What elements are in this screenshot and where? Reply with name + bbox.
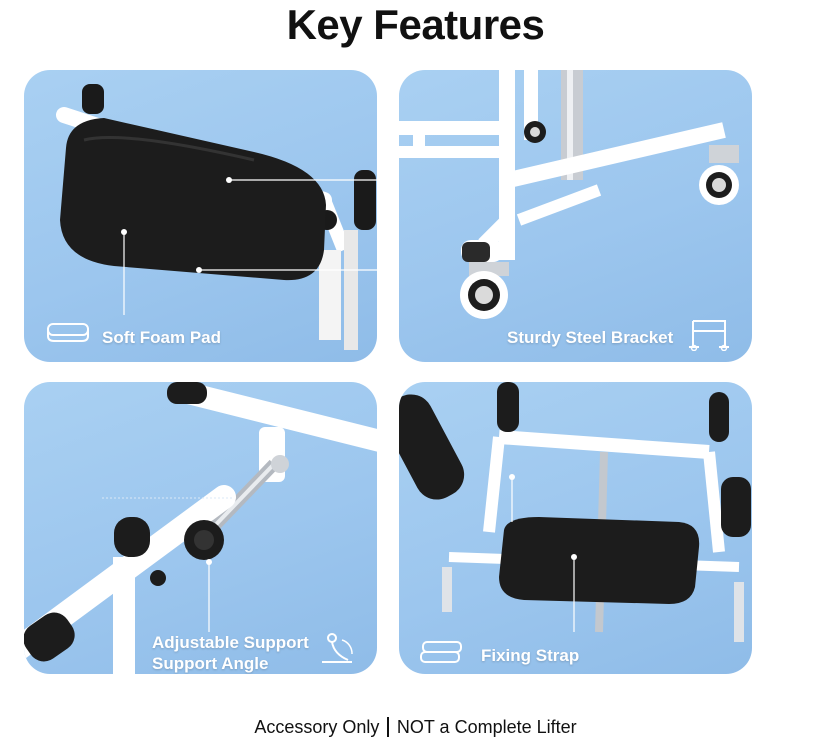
feature-label-adjustable-support-line1: Adjustable Support <box>152 633 309 652</box>
footer-separator <box>387 717 389 737</box>
feature-panel-foam-pad: Soft Foam Pad <box>24 70 377 362</box>
feature-label-foam-pad: Soft Foam Pad <box>102 328 222 347</box>
feature-label-steel-bracket: Sturdy Steel Bracket <box>507 328 674 347</box>
footer-accessory-only: Accessory Only <box>254 717 380 737</box>
steel-bracket-illustration <box>399 70 739 319</box>
feature-label-adjustable-support-line2: Support Angle <box>152 654 269 673</box>
feature-panel-steel-bracket: Sturdy Steel Bracket <box>399 70 752 362</box>
foam-pad-icon <box>47 323 89 342</box>
feature-label-fixing-strap: Fixing Strap <box>481 646 580 665</box>
angle-icon <box>322 633 353 663</box>
footer-disclaimer: Accessory Only NOT a Complete Lifter <box>0 713 831 741</box>
bracket-icon <box>689 320 729 351</box>
feature-panel-fixing-strap: Fixing Strap <box>399 382 752 674</box>
strap-icon <box>420 641 462 663</box>
feature-panel-adjustable-support: Adjustable Support Support Angle <box>24 382 377 674</box>
feature-label-adjustable-support: Adjustable Support Support Angle <box>152 632 309 674</box>
adjustable-support-illustration <box>24 382 377 674</box>
fixing-strap-illustration <box>399 382 751 642</box>
footer-not-complete-lifter: NOT a Complete Lifter <box>396 717 577 737</box>
page-title: Key Features <box>286 1 545 48</box>
foam-pad-illustration <box>56 84 377 350</box>
